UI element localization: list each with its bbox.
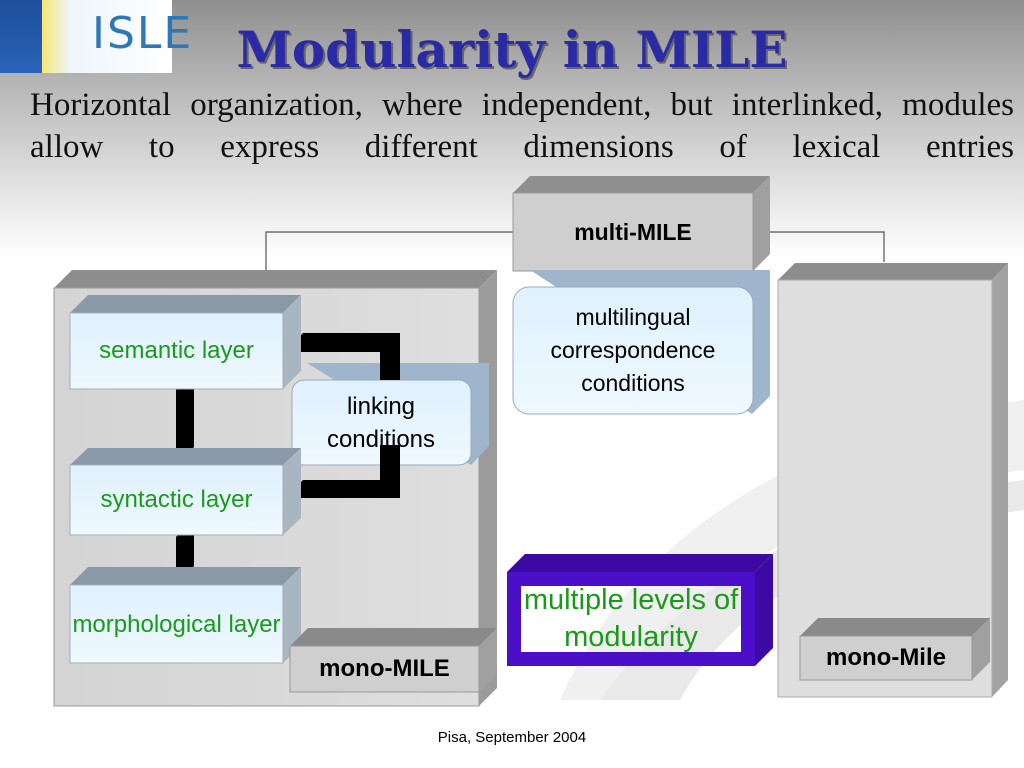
- levels-frame: [507, 554, 773, 666]
- syntactic-layer-label: syntactic layer: [100, 486, 253, 513]
- connector-left: [265, 231, 516, 288]
- syntactic-layer-box: [69, 448, 301, 536]
- multi-mile-label: multi-MILE: [574, 218, 692, 245]
- semantic-layer-box: [69, 295, 301, 390]
- logo-text: ISLE: [92, 8, 194, 59]
- page-subtitle: Horizontal organization, where independe…: [30, 87, 1014, 165]
- multilingual-label: multilingual correspondence conditions: [550, 303, 716, 396]
- morphological-layer-box: [69, 567, 301, 664]
- page-title: Modularity in MILE: [236, 20, 788, 79]
- semantic-layer-label: semantic layer: [99, 337, 254, 364]
- footer-text: Pisa, September 2004: [437, 729, 587, 746]
- connector-right: [750, 231, 885, 262]
- semantic-syntactic-link: [176, 371, 194, 465]
- morphological-layer-label: morphological layer: [72, 610, 281, 638]
- multilingual-box: [512, 270, 770, 415]
- multiple-levels-label: multiple levels of modularity: [523, 584, 739, 653]
- mono-mile-label-box: [289, 628, 497, 693]
- multi-mile-box: [512, 176, 770, 272]
- eu-flag-icon: [0, 0, 42, 73]
- linking-conditions-label: linking conditions: [326, 393, 436, 453]
- mono-mile-label: mono-MILE: [319, 655, 450, 682]
- mono-mile-right-label: mono-Mile: [826, 644, 946, 671]
- isle-logo: ISLE: [0, 0, 191, 73]
- link-bracket-icon: [285, 333, 400, 498]
- linking-box: [291, 363, 489, 466]
- mono-mile-right-label-box: [799, 618, 990, 681]
